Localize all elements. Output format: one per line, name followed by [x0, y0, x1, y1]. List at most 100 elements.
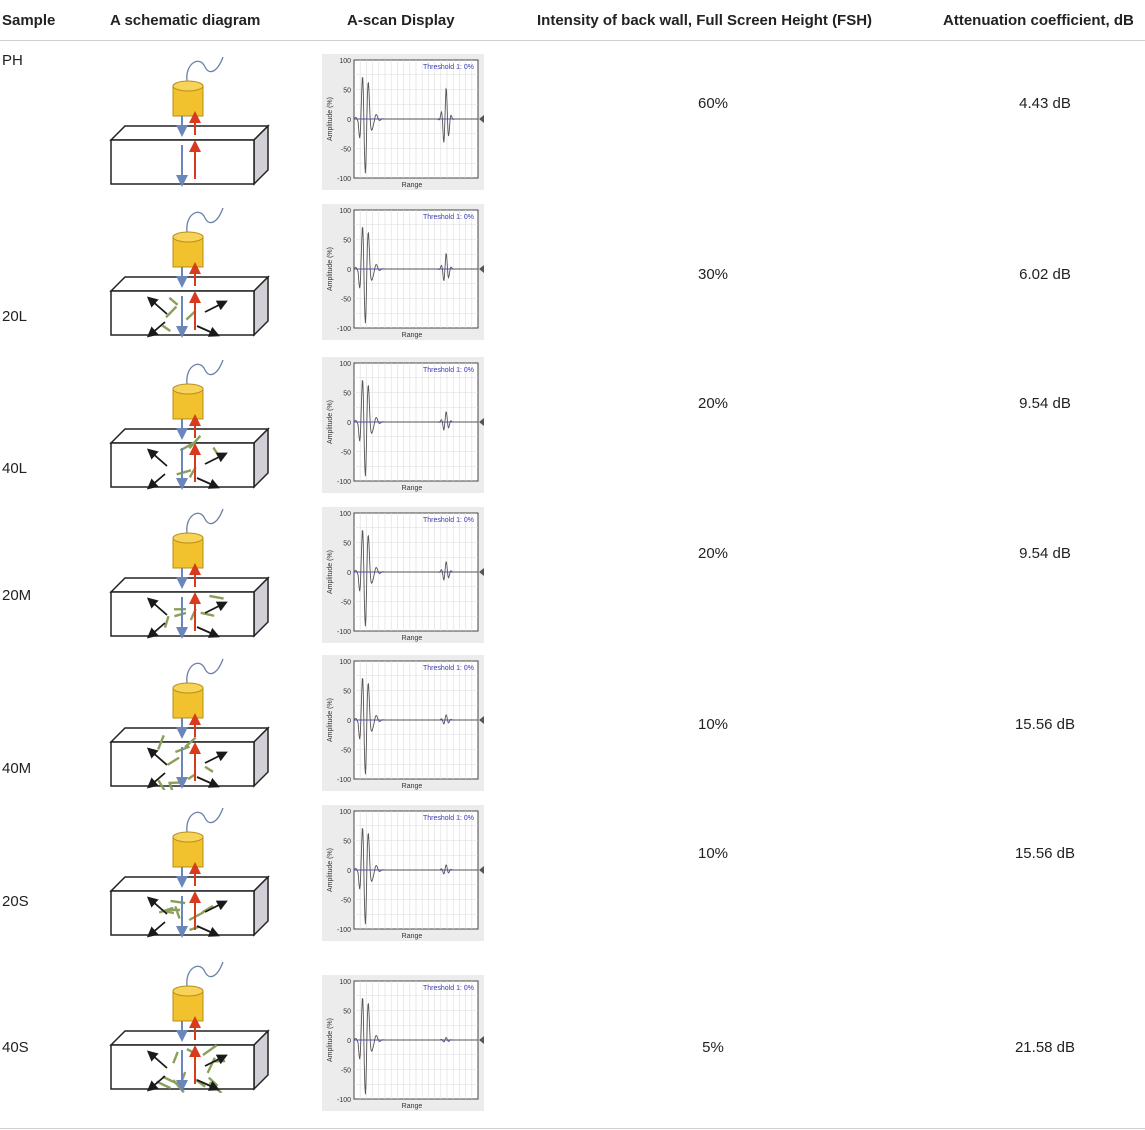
y-tick-label: -50: [341, 147, 351, 154]
cell-sample: 20L: [2, 308, 28, 325]
scatter-arrow: [146, 921, 166, 938]
cell-fsh: 30%: [697, 266, 729, 283]
threshold-label: Threshold 1: 0%: [423, 815, 474, 822]
x-axis-label: Range: [402, 783, 423, 790]
cell-sample: 40L: [2, 460, 28, 477]
scatter-arrow: [196, 1079, 220, 1091]
scatter-arrow: [196, 626, 220, 638]
y-tick-label: 50: [343, 88, 351, 95]
transducer-top: [172, 682, 204, 694]
table-bottom-rule: [0, 1128, 1145, 1129]
scatter-arrow: [204, 452, 228, 465]
cell-schematic: [105, 958, 275, 1098]
x-axis-label: Range: [402, 1103, 423, 1110]
header-sample: Sample: [2, 12, 56, 29]
schematic-diagram: [109, 207, 270, 338]
scatter-arrow: [204, 751, 228, 764]
header-attenuation: Attenuation coefficient, dB: [943, 12, 1134, 29]
y-tick-label: 50: [343, 541, 351, 548]
fiber: [161, 324, 171, 333]
scatter-arrow: [196, 776, 220, 788]
scatter-arrow: [146, 622, 166, 639]
y-tick-label: -50: [341, 748, 351, 755]
cell-sample: 40S: [2, 1039, 29, 1056]
fiber: [200, 611, 215, 617]
fiber: [167, 756, 180, 766]
y-tick-label: -50: [341, 1068, 351, 1075]
y-tick-label: -100: [337, 777, 351, 784]
y-axis-label: Amplitude (%): [327, 247, 334, 291]
cell-attenuation: 9.54 dB: [1019, 545, 1071, 562]
transducer-top: [172, 532, 204, 544]
y-tick-label: 0: [347, 267, 351, 274]
scatter-arrow: [146, 1050, 168, 1069]
threshold-label: Threshold 1: 0%: [423, 367, 474, 374]
x-axis-label: Range: [402, 182, 423, 189]
fiber: [174, 905, 181, 919]
fiber: [157, 779, 166, 792]
y-axis-label: Amplitude (%): [327, 97, 334, 141]
transducer-cable: [186, 207, 224, 233]
sample-top-face: [109, 276, 270, 292]
schematic-diagram: [109, 56, 270, 187]
y-tick-label: -100: [337, 629, 351, 636]
cell-fsh: 20%: [697, 545, 729, 562]
gate-marker: [479, 866, 484, 874]
x-axis-label: Range: [402, 933, 423, 940]
y-tick-label: 50: [343, 391, 351, 398]
transducer-cable: [186, 56, 224, 82]
cell-schematic: [105, 804, 275, 944]
schematic-diagram: [109, 961, 270, 1094]
y-tick-label: 50: [343, 689, 351, 696]
sample-top-face: [109, 1030, 270, 1046]
gate-marker: [479, 418, 484, 426]
y-tick-label: 100: [339, 809, 351, 816]
y-tick-label: 0: [347, 1038, 351, 1045]
cell-schematic: [105, 53, 275, 193]
signal-trace: [353, 530, 478, 627]
y-tick-label: 0: [347, 420, 351, 427]
cell-schematic: [105, 204, 275, 344]
cell-fsh: 10%: [697, 845, 729, 862]
threshold-label: Threshold 1: 0%: [423, 665, 474, 672]
cell-fsh: 10%: [697, 716, 729, 733]
fiber: [176, 469, 192, 476]
transducer-cable: [186, 359, 224, 385]
y-tick-label: 50: [343, 238, 351, 245]
header-schematic: A schematic diagram: [110, 12, 261, 29]
fiber: [168, 296, 179, 306]
transducer-top: [172, 383, 204, 395]
transducer-cable: [186, 807, 224, 833]
transducer-top: [172, 80, 204, 92]
y-tick-label: 100: [339, 979, 351, 986]
gate-marker: [479, 265, 484, 273]
transducer-cable: [186, 961, 224, 987]
scatter-arrow: [204, 900, 228, 913]
fiber: [202, 1044, 218, 1056]
y-tick-label: -100: [337, 326, 351, 333]
cell-schematic: [105, 655, 275, 795]
scatter-arrow: [196, 325, 220, 337]
fiber: [158, 906, 174, 914]
cell-attenuation: 15.56 dB: [1014, 716, 1076, 733]
scatter-arrow: [146, 296, 168, 315]
x-axis-label: Range: [402, 635, 423, 642]
threshold-label: Threshold 1: 0%: [423, 64, 474, 71]
cell-sample: 40M: [2, 760, 32, 777]
threshold-label: Threshold 1: 0%: [423, 985, 474, 992]
y-tick-label: 50: [343, 839, 351, 846]
sample-top-face: [109, 125, 270, 141]
sample-top-face: [109, 876, 270, 892]
fiber: [202, 904, 214, 914]
fiber: [172, 1051, 179, 1064]
scatter-arrow: [196, 925, 220, 937]
sample-top-face: [109, 428, 270, 444]
fiber: [185, 310, 197, 321]
scatter-arrow: [204, 601, 228, 614]
